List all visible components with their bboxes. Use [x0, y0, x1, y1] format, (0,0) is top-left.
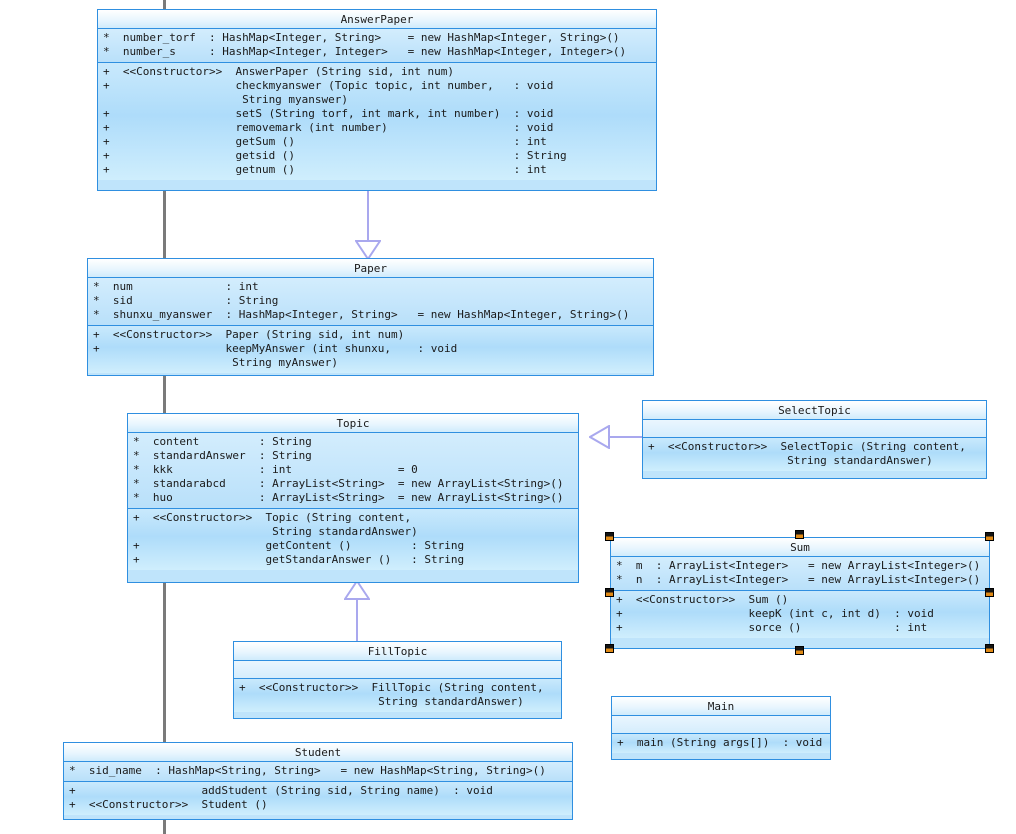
resize-handle-w[interactable] [605, 588, 614, 597]
operation-row: + getsid () : String [103, 149, 567, 162]
operation-row: + getnum () : int [103, 163, 547, 176]
operation-row: + <<Constructor>> Student () [69, 798, 268, 811]
class-box-student[interactable]: Student * sid_name : HashMap<String, Str… [63, 742, 573, 820]
attribute-row: * m : ArrayList<Integer> = new ArrayList… [616, 559, 981, 572]
class-operations-filltopic: + <<Constructor>> FillTopic (String cont… [234, 679, 561, 712]
attribute-row: * content : String [133, 435, 312, 448]
operation-row: + <<Constructor>> AnswerPaper (String si… [103, 65, 454, 78]
class-operations-selecttopic: + <<Constructor>> SelectTopic (String co… [643, 438, 986, 471]
operation-row: + addStudent (String sid, String name) :… [69, 784, 493, 797]
attribute-row: * huo : ArrayList<String> = new ArrayLis… [133, 491, 564, 504]
class-box-answerpaper[interactable]: AnswerPaper * number_torf : HashMap<Inte… [97, 9, 657, 191]
class-attributes-answerpaper: * number_torf : HashMap<Integer, String>… [98, 29, 656, 63]
attribute-row: * sid_name : HashMap<String, String> = n… [69, 764, 546, 777]
resize-handle-nw[interactable] [605, 532, 614, 541]
attribute-row: * number_torf : HashMap<Integer, String>… [103, 31, 620, 44]
operation-row-cont: String standardAnswer) [133, 525, 418, 538]
operation-row: + <<Constructor>> FillTopic (String cont… [239, 681, 544, 694]
generalization-arrow-selecttopic-topic [589, 425, 610, 449]
class-attributes-main [612, 716, 830, 734]
resize-handle-ne[interactable] [985, 532, 994, 541]
class-box-topic[interactable]: Topic * content : String * standardAnswe… [127, 413, 579, 583]
operation-row-cont: String myAnswer) [93, 356, 339, 369]
class-title-student: Student [64, 743, 572, 762]
class-title-answerpaper: AnswerPaper [98, 10, 656, 29]
operation-row: + <<Constructor>> Topic (String content, [133, 511, 412, 524]
attribute-row: * sid : String [93, 294, 279, 307]
operation-row: + <<Constructor>> Paper (String sid, int… [93, 328, 405, 341]
operation-row: + keepK (int c, int d) : void [616, 607, 934, 620]
class-operations-student: + addStudent (String sid, String name) :… [64, 782, 572, 815]
generalization-arrow-filltopic-topic [344, 580, 370, 600]
class-box-paper[interactable]: Paper * num : int * sid : String * shunx… [87, 258, 654, 376]
class-box-sum[interactable]: Sum * m : ArrayList<Integer> = new Array… [610, 537, 990, 649]
class-box-main[interactable]: Main + main (String args[]) : void [611, 696, 831, 760]
class-box-filltopic[interactable]: FillTopic + <<Constructor>> FillTopic (S… [233, 641, 562, 719]
resize-handle-n[interactable] [795, 530, 804, 539]
class-attributes-paper: * num : int * sid : String * shunxu_myan… [88, 278, 653, 326]
generalization-line-filltopic-topic[interactable] [356, 598, 358, 642]
class-title-selecttopic: SelectTopic [643, 401, 986, 420]
operation-row: + sorce () : int [616, 621, 928, 634]
attribute-row: * num : int [93, 280, 259, 293]
attribute-row: * standardAnswer : String [133, 449, 312, 462]
class-attributes-student: * sid_name : HashMap<String, String> = n… [64, 762, 572, 782]
resize-handle-s[interactable] [795, 646, 804, 655]
resize-handle-e[interactable] [985, 588, 994, 597]
class-attributes-topic: * content : String * standardAnswer : St… [128, 433, 578, 509]
class-operations-main: + main (String args[]) : void [612, 734, 830, 753]
attribute-row: * number_s : HashMap<Integer, Integer> =… [103, 45, 627, 58]
class-operations-answerpaper: + <<Constructor>> AnswerPaper (String si… [98, 63, 656, 180]
attribute-row: * standarabcd : ArrayList<String> = new … [133, 477, 564, 490]
operation-row-cont: String standardAnswer) [648, 454, 933, 467]
operation-row: + getSum () : int [103, 135, 547, 148]
class-title-main: Main [612, 697, 830, 716]
class-title-topic: Topic [128, 414, 578, 433]
class-title-paper: Paper [88, 259, 653, 278]
resize-handle-sw[interactable] [605, 644, 614, 653]
class-title-filltopic: FillTopic [234, 642, 561, 661]
class-title-sum: Sum [611, 538, 989, 557]
attribute-row: * n : ArrayList<Integer> = new ArrayList… [616, 573, 981, 586]
operation-row: + <<Constructor>> Sum () [616, 593, 789, 606]
generalization-line-answerpaper-paper[interactable] [367, 191, 369, 243]
operation-row: + setS (String torf, int mark, int numbe… [103, 107, 554, 120]
operation-row: + getStandarAnswer () : String [133, 553, 465, 566]
operation-row: + <<Constructor>> SelectTopic (String co… [648, 440, 966, 453]
generalization-arrow-answerpaper-paper [355, 240, 381, 260]
operation-row: + checkmyanswer (Topic topic, int number… [103, 79, 554, 92]
class-operations-sum: + <<Constructor>> Sum () + keepK (int c,… [611, 591, 989, 638]
operation-row: + getContent () : String [133, 539, 465, 552]
operation-row: + main (String args[]) : void [617, 736, 823, 749]
class-box-selecttopic[interactable]: SelectTopic + <<Constructor>> SelectTopi… [642, 400, 987, 479]
operation-row-cont: String myanswer) [103, 93, 349, 106]
class-attributes-filltopic [234, 661, 561, 679]
class-attributes-sum: * m : ArrayList<Integer> = new ArrayList… [611, 557, 989, 591]
class-operations-paper: + <<Constructor>> Paper (String sid, int… [88, 326, 653, 373]
generalization-line-selecttopic-topic[interactable] [608, 436, 643, 438]
class-attributes-selecttopic [643, 420, 986, 438]
attribute-row: * kkk : int = 0 [133, 463, 418, 476]
class-operations-topic: + <<Constructor>> Topic (String content,… [128, 509, 578, 570]
operation-row-cont: String standardAnswer) [239, 695, 524, 708]
resize-handle-se[interactable] [985, 644, 994, 653]
operation-row: + keepMyAnswer (int shunxu, : void [93, 342, 458, 355]
operation-row: + removemark (int number) : void [103, 121, 554, 134]
attribute-row: * shunxu_myanswer : HashMap<Integer, Str… [93, 308, 630, 321]
